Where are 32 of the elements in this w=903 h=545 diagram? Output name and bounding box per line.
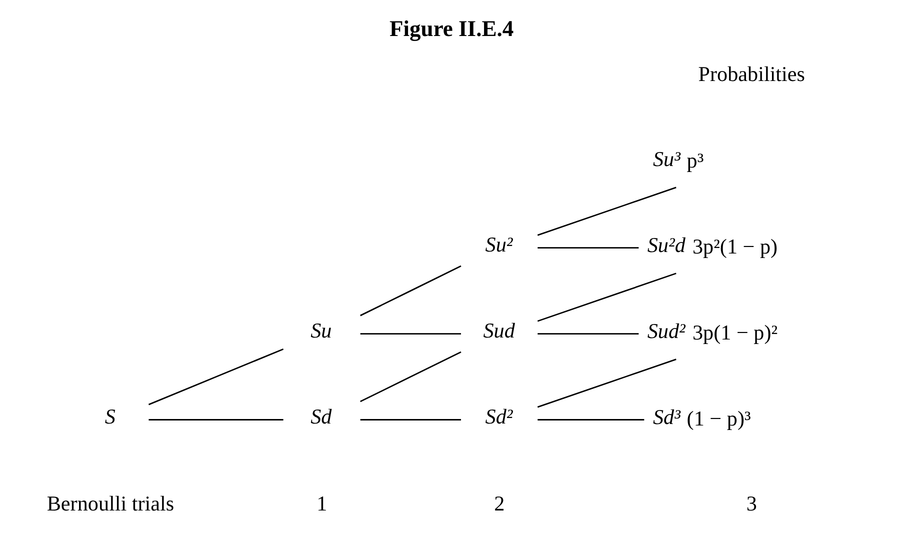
node-text: Su² <box>485 232 513 256</box>
connector <box>537 358 676 408</box>
connector <box>537 272 676 322</box>
node-text: Sud <box>483 318 515 342</box>
connector <box>538 419 644 420</box>
connector <box>148 348 284 406</box>
node-label: 3p(1 − p)² <box>692 320 778 344</box>
label: Bernoulli trials <box>46 492 174 516</box>
node-text: Su³ <box>653 147 680 172</box>
diagram-title: Figure II.E.4 <box>390 16 514 42</box>
node-text: Sd² <box>485 404 513 428</box>
node-label: p³ <box>686 148 704 173</box>
label: 2 <box>494 492 505 516</box>
node-text: Su²d <box>647 233 686 258</box>
node-text: Sd <box>310 404 332 428</box>
node-text: Su <box>310 318 332 342</box>
connector <box>537 186 676 236</box>
label: 1 <box>316 492 328 516</box>
connector <box>360 419 461 420</box>
node-text: Sud² <box>647 319 686 344</box>
connector <box>538 247 639 249</box>
connector <box>360 351 462 402</box>
connector <box>360 265 462 316</box>
connector <box>360 333 461 334</box>
node-text: S <box>104 404 116 428</box>
label: 3 <box>746 492 757 516</box>
node-label: 3p²(1 − p) <box>692 234 778 258</box>
node-label: (1 − p)³ <box>686 406 751 430</box>
connector <box>148 419 284 420</box>
label: Probabilities <box>698 62 806 86</box>
node-text: Sd³ <box>653 404 680 429</box>
connector <box>538 333 639 334</box>
